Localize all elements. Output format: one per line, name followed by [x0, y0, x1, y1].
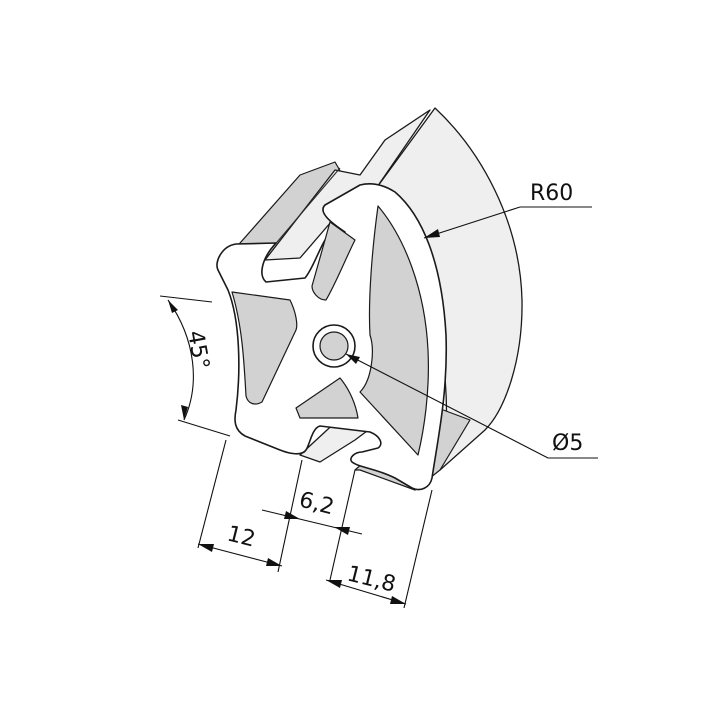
upper-slot-channel: [264, 109, 431, 261]
center-bore-hole: [319, 331, 349, 361]
width-right-arrow-1: [326, 580, 342, 588]
width-left-arrow-2: [266, 558, 282, 566]
top-cavity: [311, 221, 356, 301]
width-left-arrow-1: [198, 544, 214, 552]
width-slot-arrow-2: [334, 527, 350, 535]
diameter-label: Ø5: [552, 431, 583, 456]
angle-extension-top: [159, 295, 213, 303]
width-left-label: 12: [225, 522, 258, 553]
width-slot-extension: [329, 469, 356, 581]
bottom-cavity: [295, 377, 359, 419]
angle-arrow-top: [168, 300, 178, 313]
angle-arc: [167, 299, 194, 421]
width-right-extension: [403, 489, 433, 609]
angle-extension-bottom: [177, 419, 231, 437]
width-slot-arrow-1: [284, 511, 300, 519]
dimension-lines: [159, 206, 598, 609]
radius-label: R60: [530, 181, 573, 206]
radius-arrow: [424, 229, 440, 238]
width-slot-label: 6,2: [297, 488, 337, 521]
angle-arrow-bottom: [181, 405, 188, 420]
profile-front-face: [216, 183, 448, 491]
width-left-extension-1: [197, 439, 227, 549]
diameter-arrow: [346, 354, 360, 364]
radius-leader: [423, 206, 521, 239]
angle-label: 45°: [182, 329, 213, 372]
width-right-arrow-2: [390, 596, 406, 604]
right-cavity: [359, 205, 429, 456]
left-cavity: [231, 291, 298, 405]
diameter-leader: [345, 353, 549, 459]
width-right-label: 11,8: [345, 562, 399, 598]
